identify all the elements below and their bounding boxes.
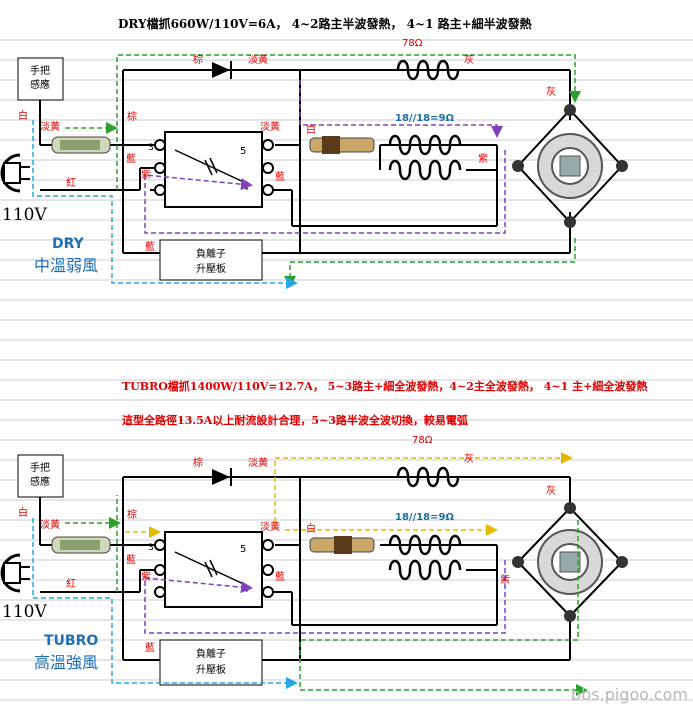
path-purple-b	[144, 150, 506, 234]
lbl-brown-top: 棕	[193, 456, 203, 469]
switch-pos-5: 5	[240, 544, 246, 555]
switch-pos-3: 3	[148, 543, 154, 553]
lbl-white: 白	[18, 506, 28, 519]
handle-sensor-label-1: 手把	[30, 64, 50, 77]
lbl-blue-bottom: 藍	[145, 240, 155, 253]
dry-heading: DRY檔抓660W/110V=6A， 4~2路主半波發熱， 4~1 路主+細半波…	[118, 16, 532, 31]
lbl-mode-en: DRY	[52, 236, 85, 252]
heater-coil-9ohm	[388, 534, 462, 581]
lbl-purple-in: 紫	[141, 169, 151, 181]
lbl-brown-left: 棕	[127, 508, 137, 521]
power-plug	[0, 153, 30, 193]
dry-wires	[39, 69, 571, 254]
lbl-light-yellow-top: 淡黃	[248, 456, 268, 469]
bridge-motor	[512, 502, 628, 622]
lbl-light-yellow-fuse: 淡黃	[40, 518, 60, 531]
path-yellow-b	[274, 452, 573, 530]
path-blue	[32, 120, 298, 289]
lbl-resistance-top: 78Ω	[402, 38, 423, 49]
lbl-resistance-mid: 18//18=9Ω	[395, 512, 454, 523]
lbl-purple-right: 紫	[500, 574, 510, 586]
turbo-heading-1: TUBRO檔抓1400W/110V=12.7A， 5~3路主+細全波發熱，4~2…	[122, 379, 647, 393]
lbl-voltage: 110V	[2, 205, 47, 225]
lbl-light-yellow-right: 淡黃	[260, 520, 280, 533]
diode	[212, 468, 232, 486]
bridge-motor	[512, 104, 628, 228]
diode	[212, 61, 232, 79]
ion-board-box	[159, 239, 263, 281]
heater-coil-78ohm	[396, 59, 460, 81]
lbl-light-yellow-top: 淡黃	[248, 53, 268, 66]
lbl-blue-in: 藍	[126, 152, 136, 165]
handle-sensor-label-2: 感應	[30, 78, 50, 91]
handle-sensor-box	[17, 57, 64, 101]
path-green-c	[284, 238, 576, 288]
lbl-gray-top: 灰	[464, 53, 474, 66]
mode-switch	[154, 531, 274, 608]
ion-board-box	[159, 639, 263, 686]
lbl-white: 白	[18, 109, 28, 122]
heater-coil-9ohm	[388, 134, 462, 181]
lbl-blue-right: 藍	[275, 170, 285, 183]
path-green-c	[299, 520, 588, 696]
lbl-red: 紅	[66, 177, 76, 189]
path-green-b	[116, 54, 581, 190]
path-purple-a	[299, 80, 503, 138]
ion-board-label-1: 負離子	[196, 247, 226, 260]
lbl-red: 紅	[66, 578, 76, 590]
thermal-fuse	[51, 136, 111, 154]
turbo-heading-2: 這型全路徑13.5A以上耐流設計合理，5~3路半波全波切換，較易電弧	[122, 413, 468, 427]
heater-coil-78ohm	[396, 466, 460, 488]
lbl-voltage: 110V	[2, 602, 47, 622]
lbl-brown-left: 棕	[127, 110, 137, 123]
handle-sensor-label-1: 手把	[30, 461, 50, 474]
switch-pos-5: 5	[240, 146, 246, 157]
lbl-resistance-mid: 18//18=9Ω	[395, 113, 454, 124]
lbl-resistance-top: 78Ω	[412, 435, 433, 446]
mode-switch	[154, 131, 274, 208]
turbo-mode-circuit: TUBRO檔抓1400W/110V=12.7A， 5~3路主+細全波發熱，4~2…	[0, 379, 647, 696]
path-blue	[32, 518, 298, 689]
thermostat	[309, 536, 375, 554]
lbl-mode-en: TUBRO	[44, 633, 98, 649]
lbl-blue-in: 藍	[126, 553, 136, 566]
watermark: bbs.pigoo.com	[571, 685, 688, 704]
power-plug	[0, 553, 30, 593]
ion-board-label-2: 升壓板	[196, 663, 226, 676]
lbl-white-mid: 白	[306, 123, 316, 136]
lbl-purple-right: 紫	[478, 153, 488, 165]
ion-board-label-1: 負離子	[196, 647, 226, 660]
switch-pos-3: 3	[148, 143, 154, 153]
ion-board-label-2: 升壓板	[196, 262, 226, 275]
lbl-mode-zh: 高溫強風	[34, 653, 98, 672]
handle-sensor-box	[17, 454, 64, 498]
lbl-blue-right: 藍	[275, 570, 285, 583]
handle-sensor-label-2: 感應	[30, 475, 50, 488]
switch-pos-4: 4	[243, 585, 249, 595]
lbl-purple-in: 紫	[141, 571, 151, 583]
lbl-gray-top: 灰	[464, 452, 474, 465]
dry-mode-circuit: DRY檔抓660W/110V=6A， 4~2路主半波發熱， 4~1 路主+細半波…	[0, 16, 628, 289]
lbl-gray-right: 灰	[546, 484, 556, 497]
lbl-brown-top: 棕	[193, 53, 203, 66]
lbl-light-yellow-right: 淡黃	[260, 120, 280, 133]
lbl-gray-right: 灰	[546, 85, 556, 98]
lbl-mode-zh: 中溫弱風	[34, 256, 98, 275]
thermal-fuse	[51, 536, 111, 554]
lbl-white-mid: 白	[306, 522, 316, 535]
thermostat	[309, 136, 375, 154]
lbl-light-yellow-fuse: 淡黃	[40, 120, 60, 133]
path-purple	[144, 560, 506, 634]
lbl-blue-bottom: 藍	[145, 641, 155, 654]
